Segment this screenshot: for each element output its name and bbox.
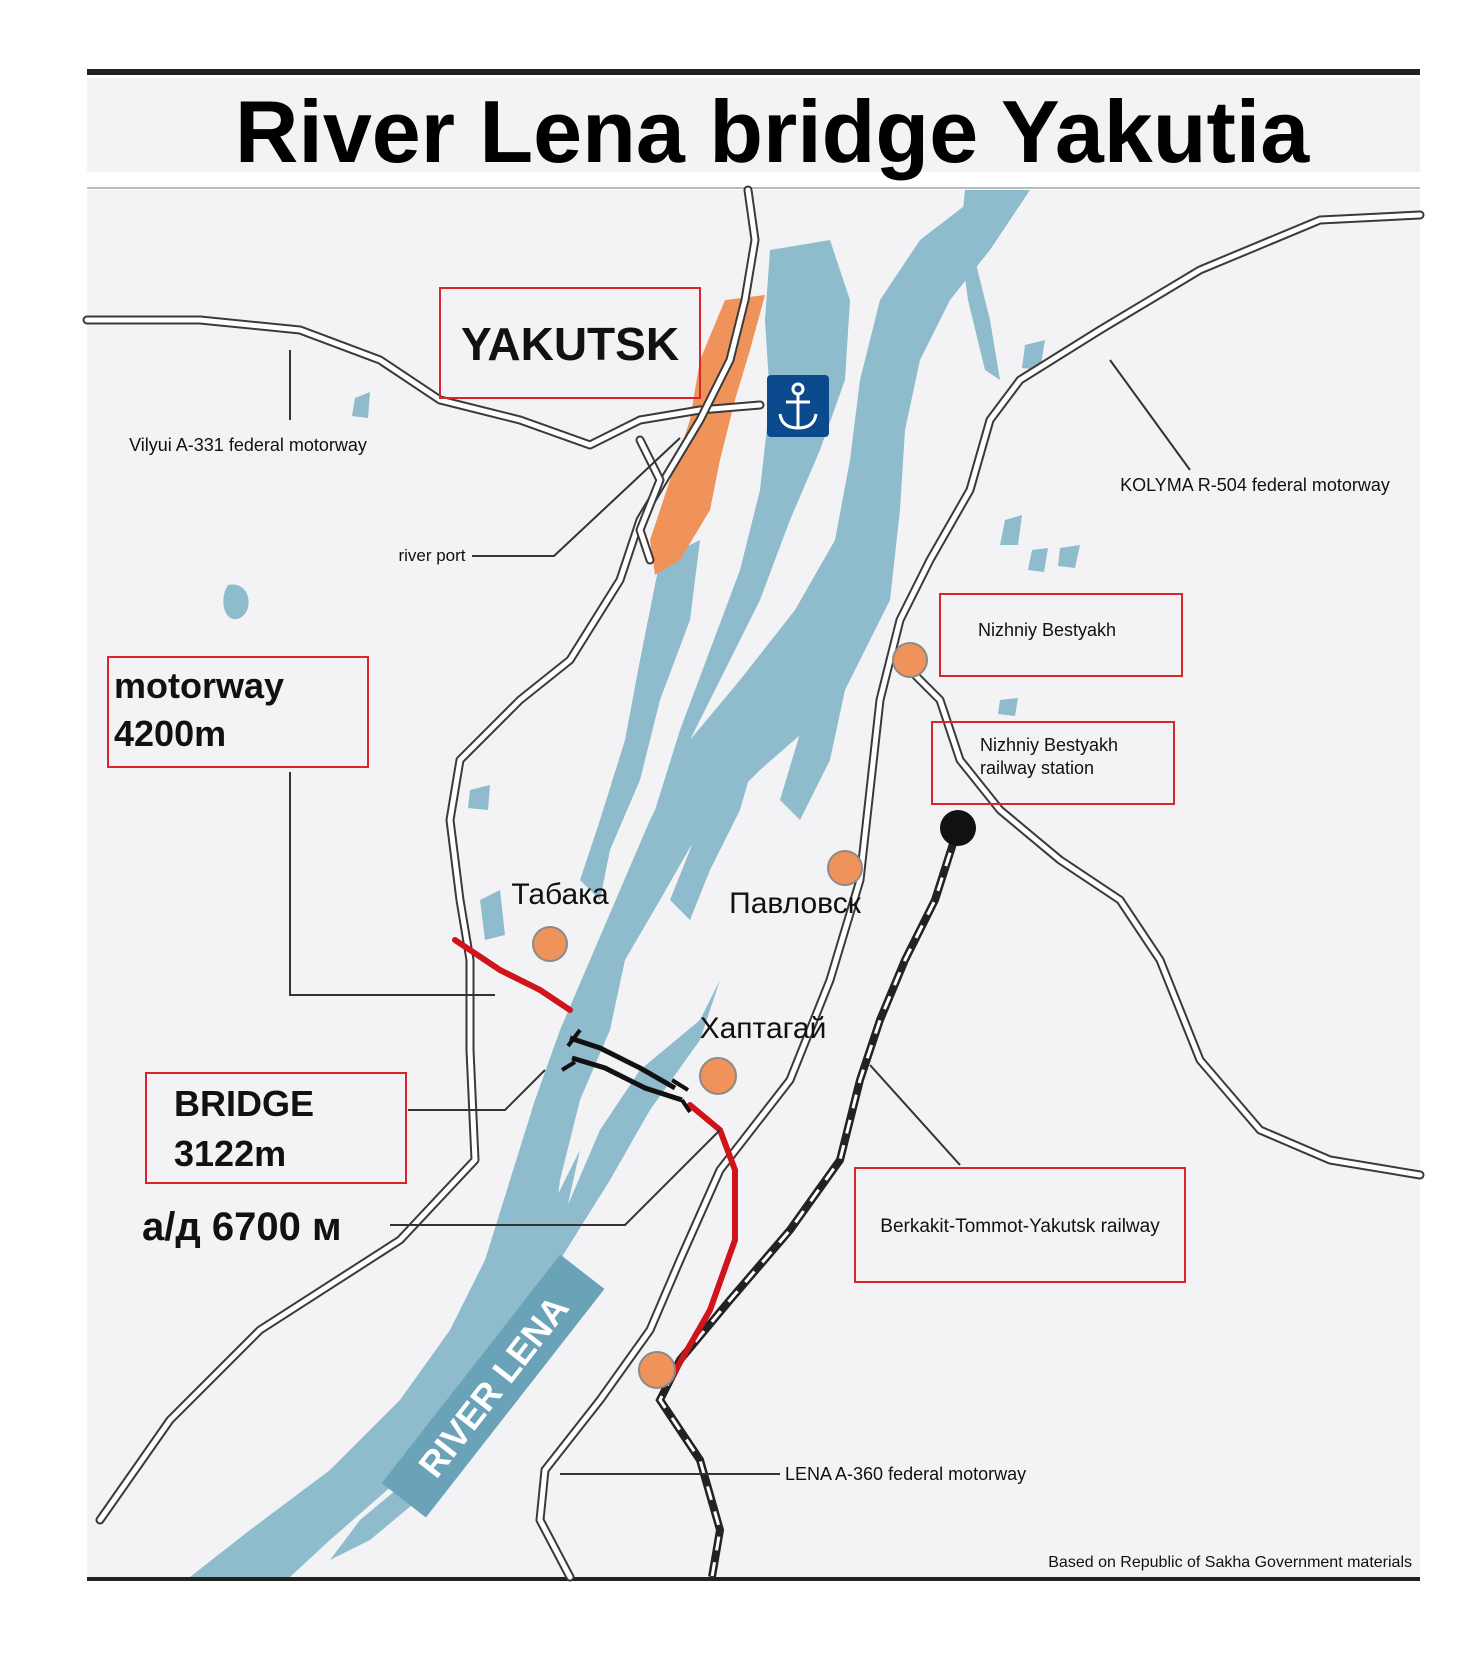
vilyui-motorway-label: Vilyui A-331 federal motorway [129,435,367,455]
railway-label-box [854,1167,1186,1283]
road-length-label: а/д 6700 м [142,1205,342,1249]
pavlovsk-label: Павловск [729,887,862,920]
south-junction-marker [638,1351,676,1389]
nizhniy-label-box [939,593,1183,677]
anchor-icon [767,375,829,437]
map-title: River Lena bridge Yakutia [235,82,1310,181]
railway-label: Berkakit-Tommot-Yakutsk railway [880,1216,1160,1237]
motorway-length-label-line2: 4200m [114,713,226,754]
lena-motorway-label: LENA A-360 federal motorway [785,1464,1026,1484]
yakutsk-label: YAKUTSK [461,318,679,370]
nizhniy-bestyakh-label: Nizhniy Bestyakh [978,620,1116,640]
tabaka-marker [532,926,568,962]
railway-station-marker [940,810,976,846]
khaptagai-label: Хаптагай [700,1012,827,1045]
bridge-label-box [145,1072,407,1184]
motorway-length-label-line1: motorway [114,665,284,706]
bridge-length-label-line2: 3122m [174,1133,286,1174]
yakutsk-label-box [439,287,701,399]
existing-roads [82,185,1425,1582]
pavlovsk-marker [827,850,863,886]
khaptagai-marker [699,1057,737,1095]
railway-line [655,826,962,1578]
yakutsk-city-area [650,295,765,575]
nizhniy-bestyakh-marker [892,642,928,678]
map-background [87,190,1420,1577]
tabaka-label: Табака [511,878,609,911]
bridge [560,1028,692,1114]
station-label-box [931,721,1175,805]
bridge-length-label-line1: BRIDGE [174,1083,314,1124]
river-port-label: river port [398,546,465,565]
motorway-label-box [107,656,369,768]
new-motorway [452,937,738,1383]
leader-lines [289,350,1191,1475]
source-credit: Based on Republic of Sakha Government ma… [1048,1554,1412,1571]
station-label-line2: railway station [980,758,1094,778]
kolyma-motorway-label: KOLYMA R-504 federal motorway [1120,475,1390,495]
station-label-line1: Nizhniy Bestyakh [980,735,1118,755]
